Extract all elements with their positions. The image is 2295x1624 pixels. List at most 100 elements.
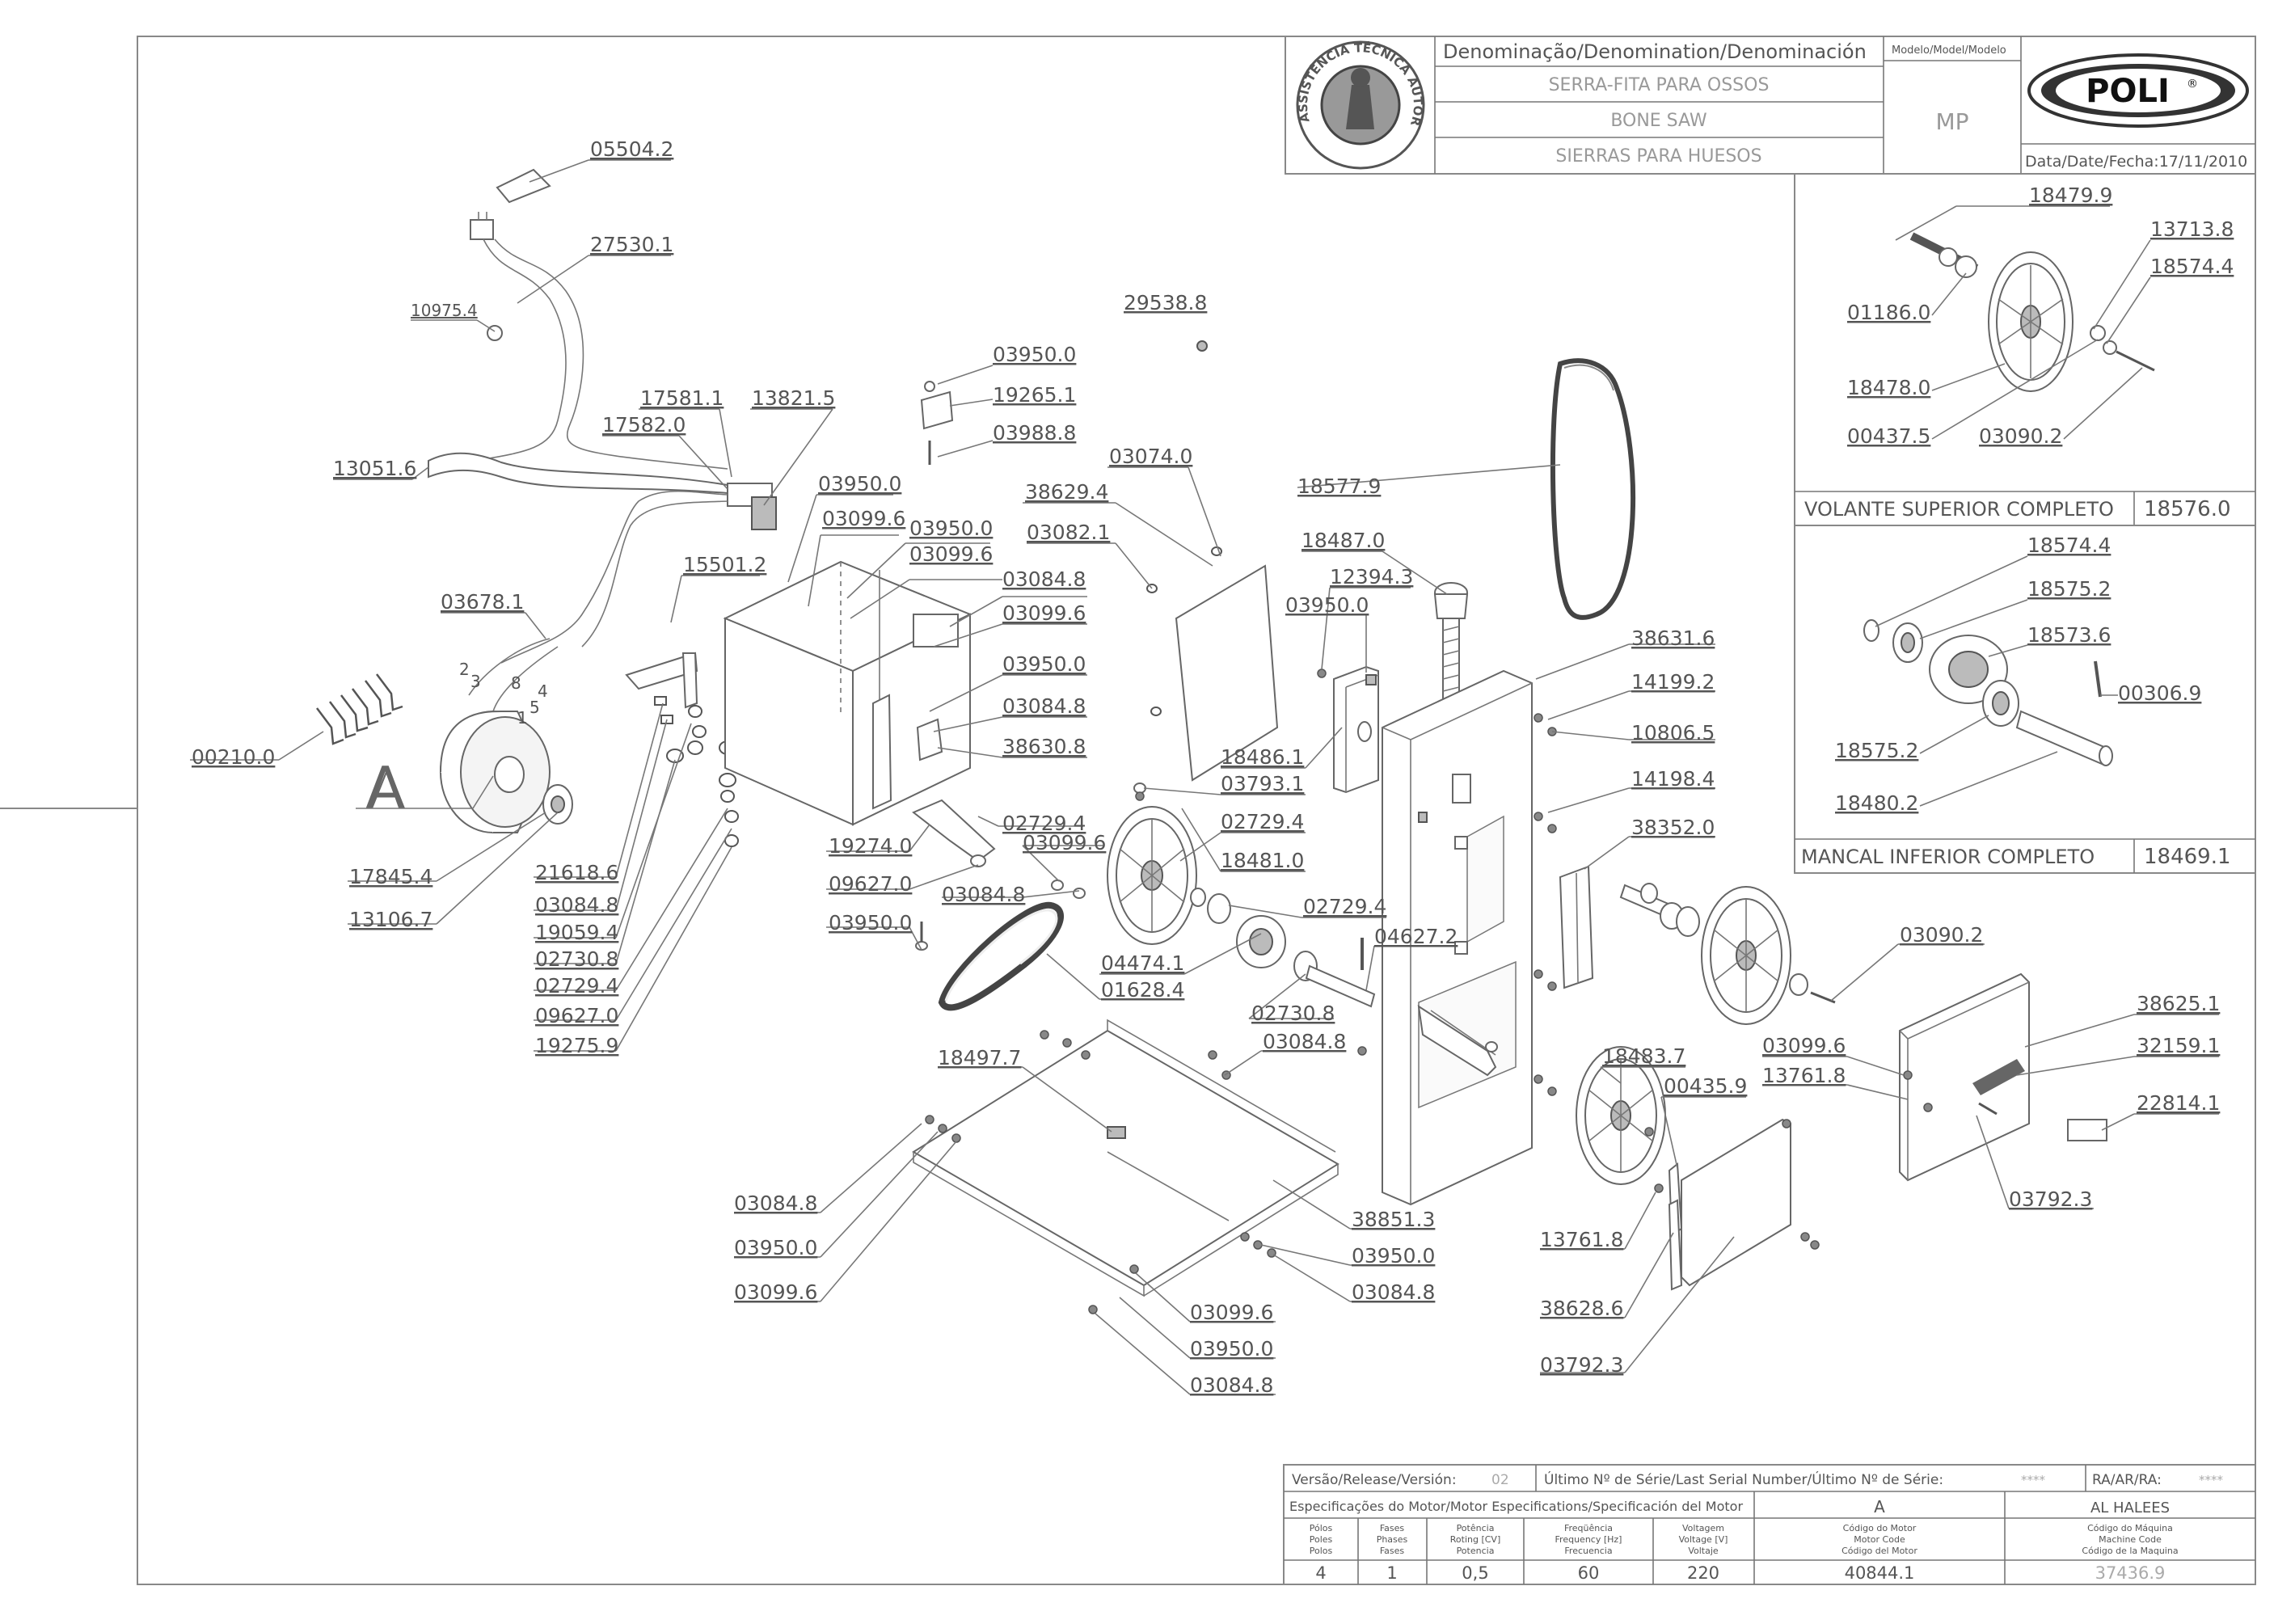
callout-03950-0-d: 03950.0 [1002, 652, 1086, 676]
svg-text:®: ® [2187, 78, 2198, 91]
phases-value: 1 [1386, 1563, 1397, 1583]
callout-38625-1: 38625.1 [2137, 992, 2220, 1015]
callout-38630-8: 38630.8 [1002, 735, 1086, 758]
callout-18487-0: 18487.0 [1301, 529, 1385, 552]
callout-12394-3: 12394.3 [1330, 565, 1413, 588]
callout-03090-2: 03090.2 [1979, 424, 2062, 448]
callout-15501-2: 15501.2 [683, 553, 766, 576]
callout-labels: 05504.2 27530.1 10975.4 13051.6 17581.1 … [192, 137, 2220, 1397]
callout-19275-9: 19275.9 [535, 1034, 618, 1057]
callout-00210-0: 00210.0 [192, 745, 275, 769]
callout-18574-4b: 18574.4 [2027, 534, 2111, 557]
callout-03084-8-c: 03084.8 [535, 893, 618, 917]
callout-01628-4: 01628.4 [1101, 978, 1184, 1002]
motor-wire-2: 2 [459, 660, 470, 679]
svg-text:Código de la Maquina: Código de la Maquina [2082, 1546, 2178, 1556]
callout-03084-8-b: 03084.8 [1002, 694, 1086, 718]
svg-text:Fases: Fases [1380, 1523, 1405, 1533]
serial-value: **** [2021, 1473, 2046, 1487]
callout-02729-4-d: 02729.4 [1303, 895, 1386, 918]
model-header: Modelo/Model/Modelo [1892, 44, 2006, 57]
callout-03099-6-e: 03099.6 [1762, 1034, 1846, 1057]
callout-13713-8: 13713.8 [2150, 217, 2234, 241]
leader-lines [190, 159, 2219, 1395]
callout-03950-0-i: 03950.0 [1190, 1337, 1273, 1360]
callout-13761-8-b: 13761.8 [1540, 1228, 1623, 1251]
motor-wire-3: 3 [470, 672, 481, 691]
callout-03988-8: 03988.8 [993, 421, 1076, 445]
customer-value: AL HALEES [2090, 1500, 2170, 1516]
callout-03792-3-b: 03792.3 [1540, 1353, 1623, 1377]
svg-text:Polos: Polos [1310, 1546, 1333, 1556]
callout-02729-4-b: 02729.4 [1002, 812, 1086, 835]
svg-text:Freqüência: Freqüência [1564, 1523, 1613, 1533]
svg-text:Potência: Potência [1457, 1523, 1495, 1533]
svg-text:Roting [CV]: Roting [CV] [1450, 1534, 1501, 1545]
callout-03678-1: 03678.1 [441, 590, 524, 614]
callout-05504-2: 05504.2 [590, 137, 673, 161]
callout-03950-0-c: 03950.0 [909, 517, 993, 540]
svg-text:Código del Motor: Código del Motor [1841, 1546, 1917, 1556]
callout-03950-0-h: 03950.0 [1352, 1244, 1435, 1268]
serial-label: Último Nº de Série/Last Serial Number/Úl… [1544, 1470, 1943, 1488]
callout-03793-1: 03793.1 [1221, 772, 1304, 795]
svg-text:Machine Code: Machine Code [2099, 1534, 2162, 1545]
authorized-service-seal: ASSISTÊNCIA TÉCNICA AUTORIZADA [0, 0, 1425, 170]
callout-18481-0: 18481.0 [1221, 849, 1304, 872]
callout-03090-2-b: 03090.2 [1900, 923, 1983, 947]
callout-22814-1: 22814.1 [2137, 1091, 2220, 1115]
callout-38628-6: 38628.6 [1540, 1297, 1623, 1320]
svg-text:Poles: Poles [1310, 1534, 1333, 1545]
callout-32159-1: 32159.1 [2137, 1034, 2220, 1057]
title-block: ASSISTÊNCIA TÉCNICA AUTORIZADA Denominaç… [0, 0, 2256, 175]
callout-18573-6: 18573.6 [2027, 623, 2111, 647]
part-shapes: 2 8 3 4 5 1 A [316, 168, 2107, 1314]
callout-04474-1: 04474.1 [1101, 951, 1184, 975]
motor-wire-1: 1 [517, 708, 528, 728]
callout-03099-6-f: 03099.6 [734, 1280, 817, 1304]
motor-code-value: 40844.1 [1845, 1563, 1915, 1583]
callout-00435-9: 00435.9 [1664, 1074, 1747, 1098]
callout-03099-6-g: 03099.6 [1190, 1301, 1273, 1324]
voltage-value: 220 [1687, 1563, 1719, 1583]
callout-18479-9: 18479.9 [2029, 183, 2112, 207]
callout-03099-6-a: 03099.6 [822, 507, 905, 530]
svg-text:ASSISTÊNCIA TÉCNICA AUTORIZADA: ASSISTÊNCIA TÉCNICA AUTORIZADA [0, 0, 1425, 128]
svg-text:Fases: Fases [1380, 1546, 1405, 1556]
callout-03084-8-e: 03084.8 [1263, 1030, 1346, 1053]
callout-03084-8-g: 03084.8 [1352, 1280, 1435, 1304]
poles-value: 4 [1315, 1563, 1326, 1583]
callout-03084-8-f: 03084.8 [734, 1192, 817, 1215]
frequency-value: 60 [1578, 1563, 1600, 1583]
callout-10975-4: 10975.4 [411, 301, 478, 320]
callout-18486-1: 18486.1 [1221, 745, 1304, 769]
callout-38629-4: 38629.4 [1025, 480, 1108, 504]
callout-18577-9: 18577.9 [1297, 475, 1381, 498]
callout-02729-4-c: 02729.4 [1221, 810, 1304, 833]
callout-18478-0: 18478.0 [1847, 376, 1930, 399]
callout-18483-7: 18483.7 [1602, 1044, 1685, 1068]
inset-upper-wheel: 18479.9 13713.8 18574.4 01186.0 18478.0 … [1794, 173, 2256, 526]
svg-text:Frequency [Hz]: Frequency [Hz] [1555, 1534, 1622, 1545]
callout-13821-5: 13821.5 [752, 386, 835, 410]
callout-38851-3: 38851.3 [1352, 1208, 1435, 1231]
callout-03950-0-f: 03950.0 [1285, 593, 1369, 617]
callout-17582-0: 17582.0 [602, 413, 686, 437]
power-value: 0,5 [1462, 1563, 1488, 1583]
callout-19265-1: 19265.1 [993, 383, 1076, 407]
svg-text:Voltaje: Voltaje [1688, 1546, 1719, 1556]
motor-spec-block: Versão/Release/Versión: 02 Último Nº de … [1283, 1464, 2256, 1585]
poli-logo: POLI ® [2027, 53, 2249, 128]
denomination-header: Denominação/Denomination/Denominación [1443, 40, 1867, 63]
variant-letter-a: A [365, 754, 405, 822]
callout-09627-0-b: 09627.0 [829, 872, 912, 896]
version-value: 02 [1491, 1472, 1509, 1488]
lower-bearing-code: 18469.1 [2144, 845, 2231, 869]
machine-code-value: 37436.9 [2095, 1563, 2166, 1583]
callout-18575-2b: 18575.2 [1835, 739, 1918, 762]
callout-03950-0-g: 03950.0 [734, 1236, 817, 1259]
callout-21618-6: 21618.6 [535, 861, 618, 884]
callout-03084-8-a: 03084.8 [1002, 567, 1086, 591]
inset-lower-bearing: 18574.4 18575.2 18573.6 00306.9 18575.2 … [1794, 525, 2256, 874]
